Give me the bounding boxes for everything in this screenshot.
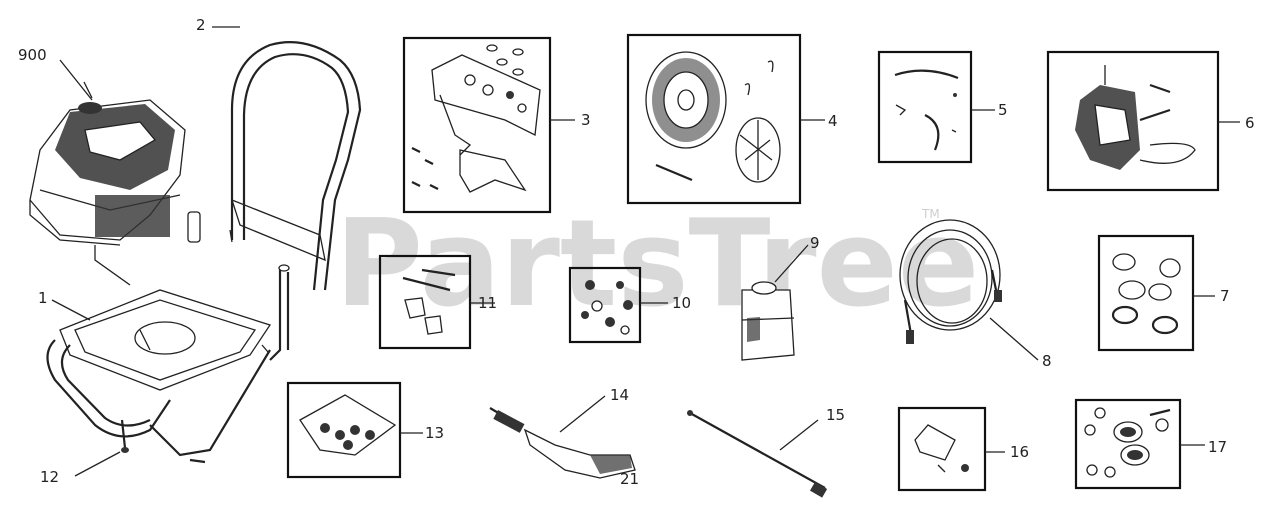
part-o-ring-kit[interactable] <box>1111 253 1181 335</box>
callout-12: 12 <box>40 468 59 486</box>
callout-7: 7 <box>1220 287 1230 305</box>
callout-11: 11 <box>478 294 497 312</box>
part-hose[interactable] <box>899 219 1002 344</box>
box-seal-kit <box>1074 398 1182 490</box>
part-nozzle-kit[interactable] <box>299 394 397 456</box>
part-hose-clip-kit[interactable] <box>894 69 959 151</box>
callout-9: 9 <box>810 234 820 252</box>
callout-15: 15 <box>826 406 845 424</box>
part-bolt-kit[interactable] <box>402 268 456 335</box>
callout-10: 10 <box>672 294 691 312</box>
part-wheel-kit[interactable] <box>645 51 781 183</box>
watermark-text: PartsTree <box>335 195 979 334</box>
box-clip <box>897 406 987 492</box>
callout-5: 5 <box>998 101 1008 119</box>
part-screw[interactable] <box>120 419 129 453</box>
part-detergent-bottle[interactable] <box>741 281 795 361</box>
part-spray-gun[interactable] <box>489 407 636 479</box>
part-clip[interactable] <box>914 424 969 473</box>
callout-14: 14 <box>610 386 629 404</box>
part-seal-kit[interactable] <box>1084 407 1171 478</box>
box-nozzle-kit <box>286 381 402 479</box>
callout-16: 16 <box>1010 443 1029 461</box>
callout-21: 21 <box>620 470 639 488</box>
part-base-frame[interactable] <box>46 264 290 464</box>
part-lance[interactable] <box>687 410 828 498</box>
part-bracket-kit[interactable] <box>411 44 541 193</box>
part-pump[interactable] <box>1075 65 1196 170</box>
box-bolt-kit <box>378 254 472 350</box>
callout-6: 6 <box>1245 114 1255 132</box>
part-pin[interactable] <box>187 211 201 243</box>
callout-4: 4 <box>828 112 838 130</box>
part-handle-frame[interactable] <box>229 41 362 291</box>
box-pump <box>1046 50 1220 192</box>
box-bracket-kit <box>402 36 552 214</box>
box-o-ring-kit <box>1097 234 1195 352</box>
callout-900: 900 <box>18 46 47 64</box>
box-nut-kit <box>568 266 642 344</box>
watermark-tm: TM <box>921 207 940 221</box>
callout-3: 3 <box>581 111 591 129</box>
callout-2: 2 <box>196 16 206 34</box>
part-engine[interactable] <box>29 81 186 286</box>
part-nut-kit[interactable] <box>581 280 633 335</box>
box-wheel-kit <box>626 33 802 205</box>
callout-1: 1 <box>38 289 48 307</box>
callout-13: 13 <box>425 424 444 442</box>
box-hose-clip-kit <box>877 50 973 164</box>
callout-17: 17 <box>1208 438 1227 456</box>
callout-8: 8 <box>1042 352 1052 370</box>
